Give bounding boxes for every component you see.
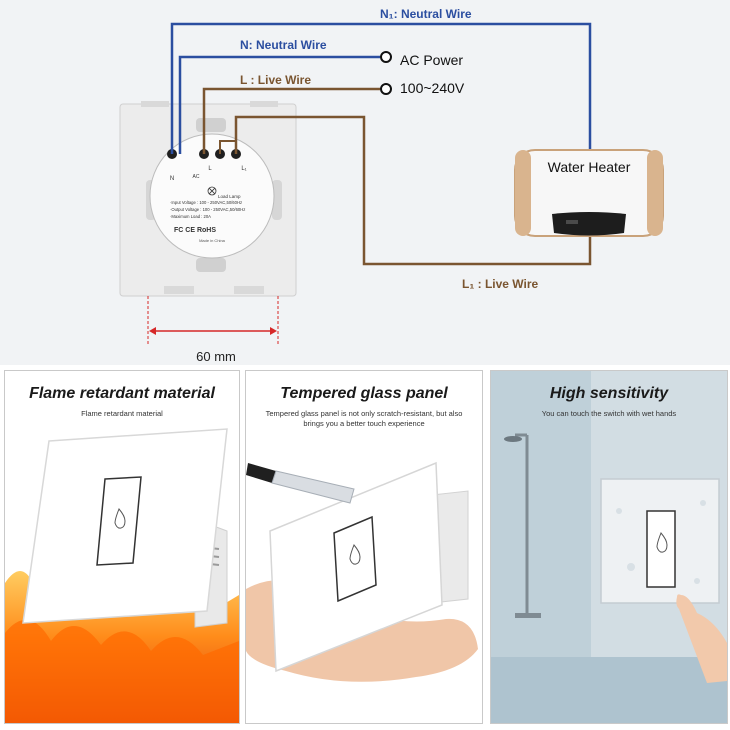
plate-tab [141,101,169,107]
panel-subtitle: You can touch the switch with wet hands [541,409,677,418]
shower-head [504,436,522,442]
glass-illustration [246,461,478,682]
water-drop-icon [114,508,126,529]
shower-illustration [491,371,727,723]
n-wire-label: N: Neutral Wire [240,38,327,52]
wiring-diagram: N L L₁ AC Load Lamp ·Input Voltage : 100… [0,0,730,365]
l1-live-wire [234,115,592,266]
floor-tiles [491,657,727,723]
flames-front [5,619,239,723]
water-heater: Water Heater [514,149,664,237]
flame-illustration [5,428,239,723]
knife-handle [246,463,276,483]
heater-control-panel [552,212,626,236]
l-live-wire [202,87,380,154]
voltage-terminal [380,83,392,95]
heater-end-cap [515,150,531,236]
lamp-icon [207,186,217,196]
dimension-marker: 60 mm [147,296,279,364]
finger [676,594,727,683]
n1-wire-label: N₁: Neutral Wire [380,7,472,21]
water-droplet [627,563,635,571]
n1-neutral-wire [170,22,592,154]
ac-power-label: AC Power [400,52,463,68]
shower-valve [515,613,541,618]
certification-marks: FC CE RoHS [174,227,216,234]
dimension-arrow-left [149,327,156,335]
voltage-label: 100~240V [400,80,465,96]
wiring-diagram-svg: N L L₁ AC Load Lamp ·Input Voltage : 100… [119,7,664,364]
plate-tab [250,101,278,107]
terminal-n-label: N [170,176,174,182]
knife-blade [271,470,355,504]
panel-tempered-glass: Tempered glass panel Tempered glass pane… [245,370,483,724]
l1-wire-label: L₁ : Live Wire [462,277,539,291]
plate-tab [234,286,264,294]
panel-title: Tempered glass panel [280,385,448,402]
touch-key-frame [96,476,142,566]
heater-end-cap [647,150,663,236]
load-lamp-label: Load Lamp [218,194,241,199]
panel-subtitle: Tempered glass panel is not only scratch… [265,409,463,428]
glass-panel [269,461,443,673]
spec-input-voltage: ·Input Voltage : 100 - 250VAC,50/60Hz [170,200,242,205]
mount-slot [272,180,282,220]
terminal-l1-label: L₁ [241,166,246,172]
n-neutral-wire [178,55,380,154]
panel-subtitle: Flame retardant material [81,409,163,418]
water-heater-label: Water Heater [548,159,631,175]
dimension-arrow-right [270,327,277,335]
water-droplet [694,578,700,584]
made-in-label: Made in China [199,238,226,243]
spec-max-load: ·Maximum Load : 20A [170,214,211,219]
mount-slot [196,118,226,132]
touch-key-frame [333,515,377,603]
water-drop-icon [349,544,361,565]
plate-tab [164,286,194,294]
lamp-icon-cross [208,187,216,195]
dimension-label: 60 mm [196,349,236,364]
water-droplet [616,508,622,514]
spec-output-voltage: ·Output Voltage : 100 - 250VAC,50/60Hz [170,207,245,212]
panel-title: High sensitivity [549,385,669,402]
touch-key-frame [646,510,676,588]
ac-power-terminal [380,51,392,63]
mount-slot [196,258,226,272]
panel-flame-retardant: Flame retardant material Flame retardant… [4,370,240,724]
heater-display [566,220,578,224]
panel-high-sensitivity: High sensitivity You can touch the switc… [490,370,728,724]
glass-panel [22,428,228,624]
terminal-l-label: L [208,166,212,172]
water-drop-icon [656,532,668,553]
panel-title: Flame retardant material [29,385,215,402]
water-droplet [700,500,706,506]
l-wire-label: L : Live Wire [240,73,311,87]
switch-module [149,133,275,259]
ac-label: AC [193,174,200,180]
